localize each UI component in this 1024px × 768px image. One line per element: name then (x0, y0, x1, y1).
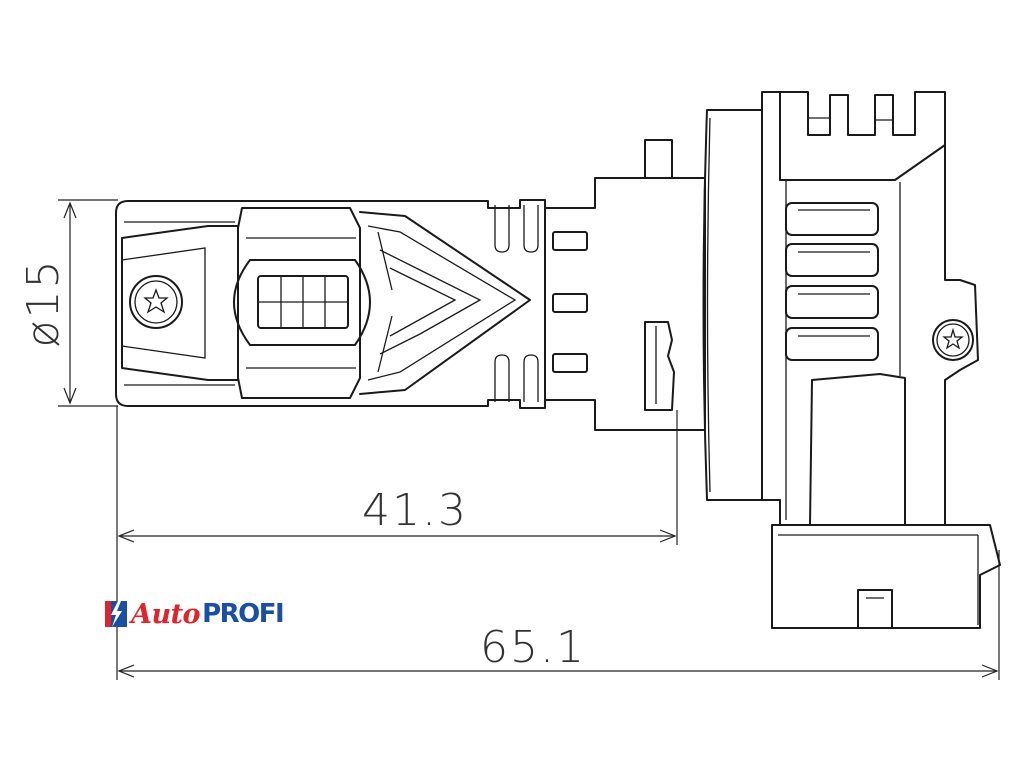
inner-length-dimension: 41.3 (116, 406, 678, 680)
total-length-label: 65.1 (480, 622, 586, 673)
inner-length-label: 41.3 (362, 485, 468, 536)
flange (702, 109, 763, 501)
diameter-label: ø15 (18, 259, 69, 348)
brand-logo: Auto PROFI (105, 597, 285, 631)
driver-base (761, 91, 979, 526)
collar (544, 139, 706, 431)
total-length-dimension: 65.1 (117, 550, 1000, 680)
led-head (115, 199, 546, 409)
connector-plug (771, 524, 1001, 629)
logo-word-auto: Auto (131, 598, 201, 630)
lightning-mark-icon (105, 601, 127, 627)
logo-word-profi: PROFI (202, 599, 285, 629)
diameter-dimension: ø15 (18, 199, 118, 407)
